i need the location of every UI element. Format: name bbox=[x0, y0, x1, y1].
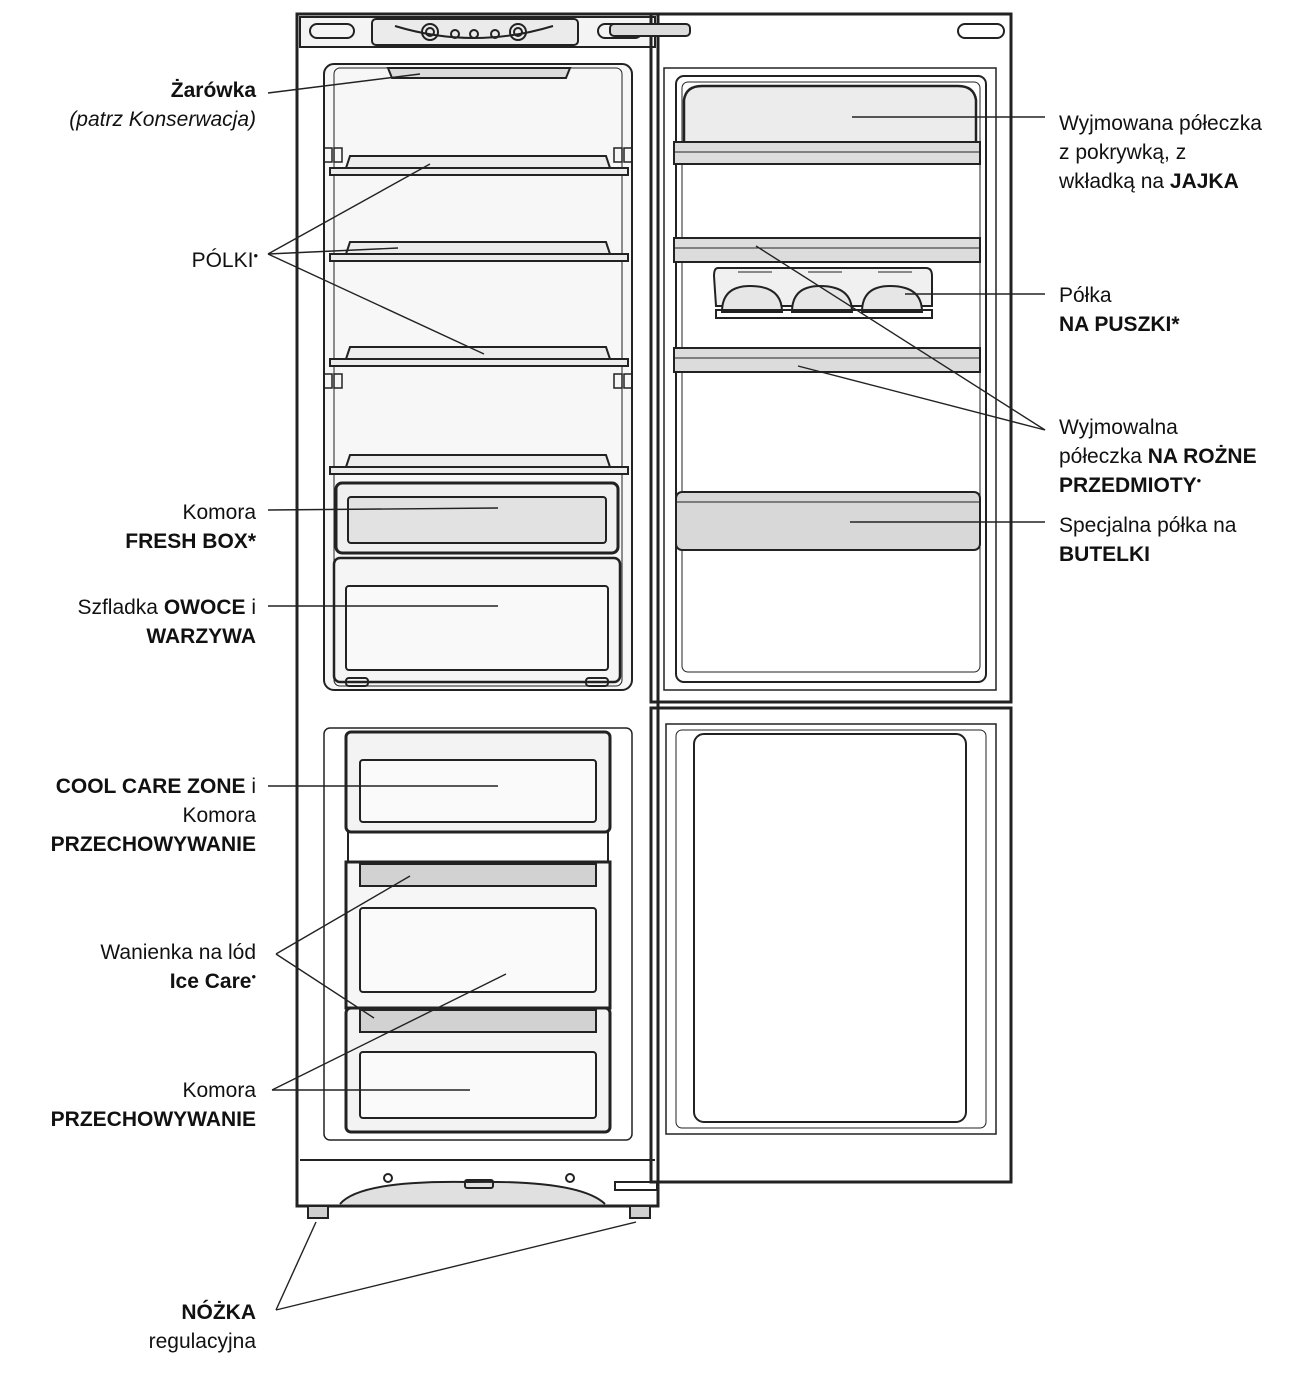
bulb-housing bbox=[388, 68, 570, 78]
label-ice-care: Wanienka na lód Ice Care• bbox=[100, 938, 256, 996]
can-rack bbox=[714, 268, 932, 318]
plinth bbox=[300, 1160, 657, 1204]
label-foot: NÓŻKA regulacyjna bbox=[149, 1298, 256, 1356]
freezer-drawers bbox=[346, 732, 610, 1132]
label-bulb: Żarówka (patrz Konserwacja) bbox=[69, 76, 256, 134]
label-fresh-box: Komora FRESH BOX* bbox=[125, 498, 256, 556]
label-shelves: PÓLKI• bbox=[192, 246, 258, 275]
label-misc-shelf: Wyjmowalna półeczka NA ROŻNE PRZEDMIOTY• bbox=[1059, 413, 1257, 500]
label-cool-care: COOL CARE ZONE i Komora PRZECHOWYWANIE bbox=[51, 772, 256, 859]
misc-shelf-upper bbox=[674, 238, 980, 262]
fruit-drawer bbox=[334, 558, 620, 686]
label-can-shelf: Półka NA PUSZKI* bbox=[1059, 281, 1180, 339]
fresh-box-drawer bbox=[336, 483, 618, 553]
label-fruit-drawer: Szfladka OWOCE i WARZYWA bbox=[77, 593, 256, 651]
freezer-door bbox=[651, 708, 1011, 1182]
label-bottle-shelf: Specjalna półka na BUTELKI bbox=[1059, 511, 1236, 569]
label-egg-shelf: Wyjmowana półeczka z pokrywką, z wkładką… bbox=[1059, 109, 1262, 196]
control-panel bbox=[300, 17, 655, 47]
bottle-shelf bbox=[676, 492, 980, 550]
egg-shelf bbox=[674, 86, 980, 164]
adjustable-feet bbox=[308, 1206, 650, 1218]
label-storage: Komora PRZECHOWYWANIE bbox=[51, 1076, 256, 1134]
